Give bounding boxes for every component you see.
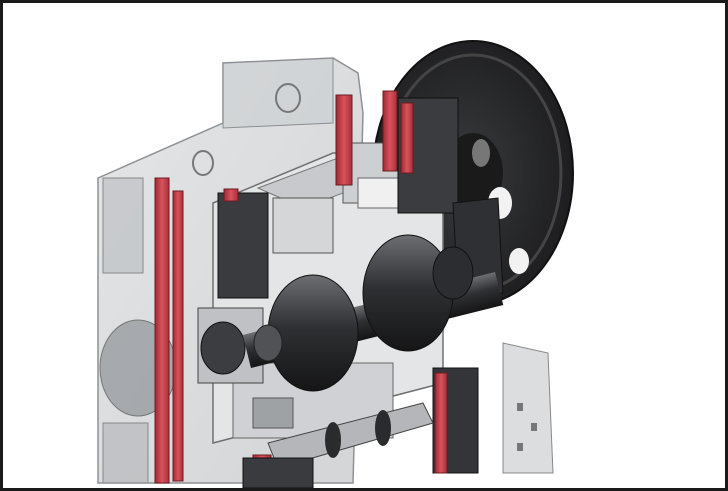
side-plate xyxy=(502,342,554,474)
lower-rail xyxy=(242,402,434,488)
crankshaft xyxy=(242,234,504,392)
mechanical-assembly-render xyxy=(97,40,574,488)
guide-rails xyxy=(154,90,448,484)
